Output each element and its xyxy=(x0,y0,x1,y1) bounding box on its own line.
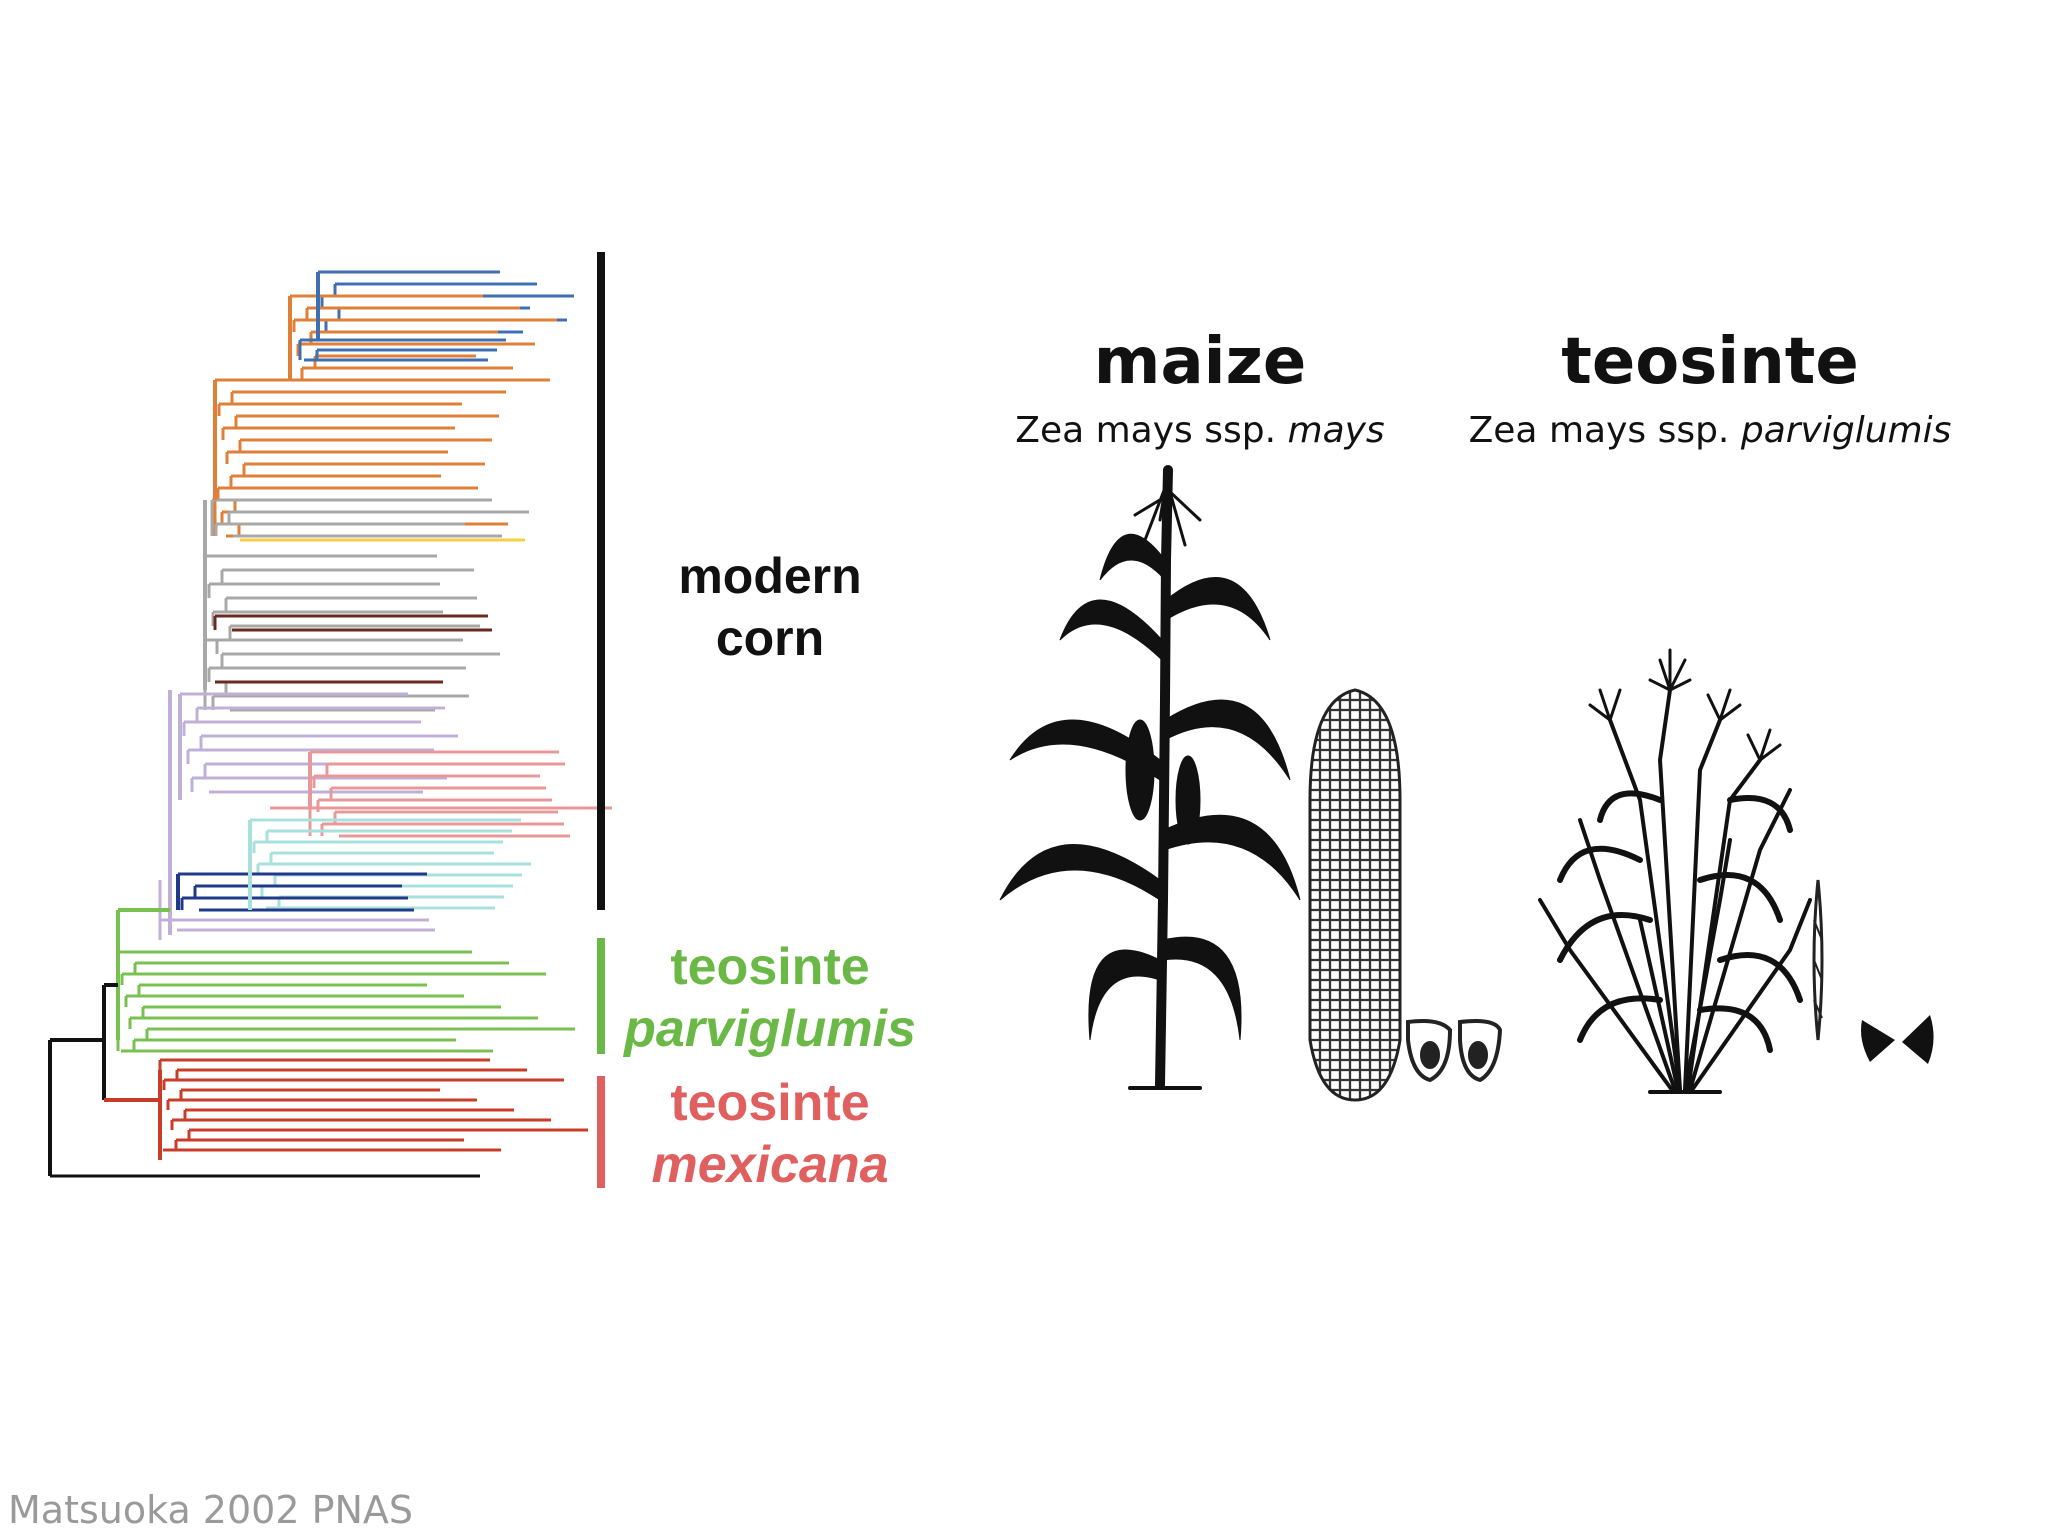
mexicana-label-line2: mexicana xyxy=(651,1136,889,1194)
mexicana-label-line1: teosinte xyxy=(670,1074,870,1132)
teosinte-sci-prefix: Zea mays ssp. xyxy=(1468,410,1730,451)
modern-corn-bar xyxy=(597,252,605,910)
maize-title: maize xyxy=(1093,325,1307,399)
parviglumis-label: teosinte parviglumis xyxy=(610,936,930,1060)
mexicana-bar xyxy=(597,1076,605,1188)
parviglumis-label-line1: teosinte xyxy=(670,938,870,996)
citation: Matsuoka 2002 PNAS xyxy=(8,1488,414,1532)
teosinte-sci-subspecies: parviglumis xyxy=(1740,410,1952,451)
maize-sci-subspecies: mays xyxy=(1287,410,1385,451)
parviglumis-label-line2: parviglumis xyxy=(624,1000,916,1058)
modern-corn-label: modern corn xyxy=(630,545,910,669)
maize-sci-prefix: Zea mays ssp. xyxy=(1015,410,1277,451)
modern-corn-label-line1: modern xyxy=(678,548,862,604)
teosinte-title: teosinte xyxy=(1561,325,1859,399)
mexicana-label: teosinte mexicana xyxy=(610,1072,930,1196)
parviglumis-bar xyxy=(597,938,605,1054)
phylogenetic-tree xyxy=(48,270,612,1178)
teosinte-scientific-name: Zea mays ssp. parviglumis xyxy=(1440,410,1980,451)
modern-corn-label-line2: corn xyxy=(715,610,825,666)
maize-scientific-name: Zea mays ssp. mays xyxy=(960,410,1440,451)
